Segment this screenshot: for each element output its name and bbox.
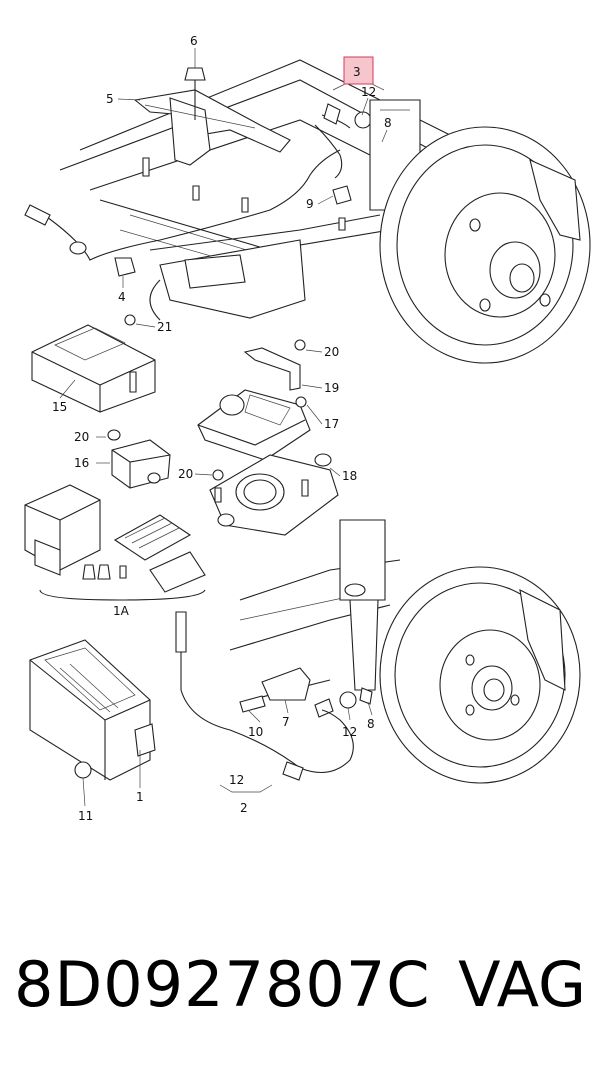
part-labels: 6 5 3 12 8 9 4 21 15 20 19 17 20 16 20 1…	[52, 34, 392, 823]
module-kit-1a	[24, 484, 206, 601]
front-axle-assembly	[175, 519, 401, 781]
label-19[interactable]: 19	[324, 381, 339, 395]
brand-name: VAG	[458, 948, 586, 1021]
label-1a[interactable]: 1A	[113, 604, 130, 618]
module-16	[107, 429, 171, 489]
label-4[interactable]: 4	[118, 290, 126, 304]
label-12-top[interactable]: 12	[361, 85, 376, 99]
label-20-a[interactable]: 20	[324, 345, 339, 359]
label-12-bottom[interactable]: 12	[342, 725, 357, 739]
sensor-module-17	[197, 339, 339, 536]
label-11[interactable]: 11	[78, 809, 93, 823]
label-3[interactable]: 3	[353, 65, 361, 79]
label-7[interactable]: 7	[282, 715, 290, 729]
label-20-c[interactable]: 20	[178, 467, 193, 481]
label-17[interactable]: 17	[324, 417, 339, 431]
rear-axle-assembly	[24, 59, 461, 321]
parts-diagram: 6 5 3 12 8 9 4 21 15 20 19 17 20 16 20 1…	[24, 34, 591, 823]
label-1[interactable]: 1	[136, 790, 144, 804]
label-18[interactable]: 18	[342, 469, 357, 483]
leader-lines	[59, 48, 388, 807]
label-5[interactable]: 5	[106, 92, 114, 106]
label-8-bottom[interactable]: 8	[367, 717, 375, 731]
label-20-b[interactable]: 20	[74, 430, 89, 444]
front-brake-disc	[379, 566, 581, 784]
part-footer: 8D0927807C VAG	[0, 935, 600, 1045]
label-21[interactable]: 21	[157, 320, 172, 334]
label-9[interactable]: 9	[306, 197, 314, 211]
control-unit-1	[29, 639, 156, 781]
label-8-top[interactable]: 8	[384, 116, 392, 130]
label-15[interactable]: 15	[52, 400, 67, 414]
module-15	[31, 314, 156, 413]
label-10[interactable]: 10	[248, 725, 263, 739]
label-12-cable[interactable]: 12	[229, 773, 244, 787]
label-2[interactable]: 2	[240, 801, 248, 815]
highlight-part-3[interactable]	[343, 56, 374, 85]
label-16[interactable]: 16	[74, 456, 89, 470]
label-6[interactable]: 6	[190, 34, 198, 48]
part-number: 8D0927807C	[14, 948, 431, 1021]
rear-brake-disc	[379, 126, 591, 364]
